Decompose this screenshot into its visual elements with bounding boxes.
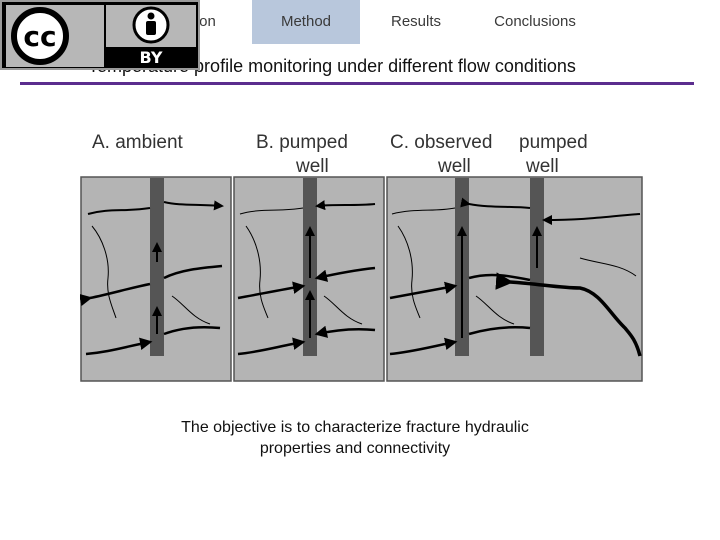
- tab-results-label: Results: [390, 13, 442, 30]
- attribution-icon: BY: [106, 5, 196, 67]
- tab-conclusions[interactable]: Conclusions: [472, 0, 598, 44]
- by-text: BY: [140, 48, 163, 67]
- cc-by-license-badge: cc BY: [0, 0, 200, 70]
- panel-a-label: A. ambient: [92, 132, 184, 153]
- cc-text: cc: [23, 20, 56, 53]
- tab-method-label: Method: [280, 13, 332, 30]
- tab-results[interactable]: Results: [360, 0, 472, 44]
- slide-caption: The objective is to characterize fractur…: [130, 417, 580, 459]
- panel-c-label: C. observed: [390, 132, 492, 153]
- panel-c-pumped-label-line2: well: [525, 156, 559, 177]
- panel-c-pumped-label: pumped: [519, 132, 588, 153]
- caption-line-2: properties and connectivity: [259, 440, 451, 457]
- flow-conditions-figure: A. ambient B. pumped well C. observed we…: [78, 128, 646, 382]
- panel-b-label-line2: well: [295, 156, 329, 177]
- cc-logo-icon: cc: [6, 5, 104, 67]
- title-divider: [20, 82, 694, 85]
- slide-title: Temperature profile monitoring under dif…: [88, 56, 576, 76]
- tab-method[interactable]: Method: [252, 0, 360, 44]
- caption-line-1: The objective is to characterize fractur…: [181, 419, 529, 436]
- panel-b-pumped-well: [233, 176, 385, 382]
- panel-b-label: B. pumped: [256, 132, 348, 153]
- panel-c-observed-pumped: [386, 176, 643, 382]
- tab-conclusions-label: Conclusions: [494, 13, 576, 30]
- panel-a-ambient: [78, 176, 232, 382]
- panel-c-label-line2: well: [437, 156, 471, 177]
